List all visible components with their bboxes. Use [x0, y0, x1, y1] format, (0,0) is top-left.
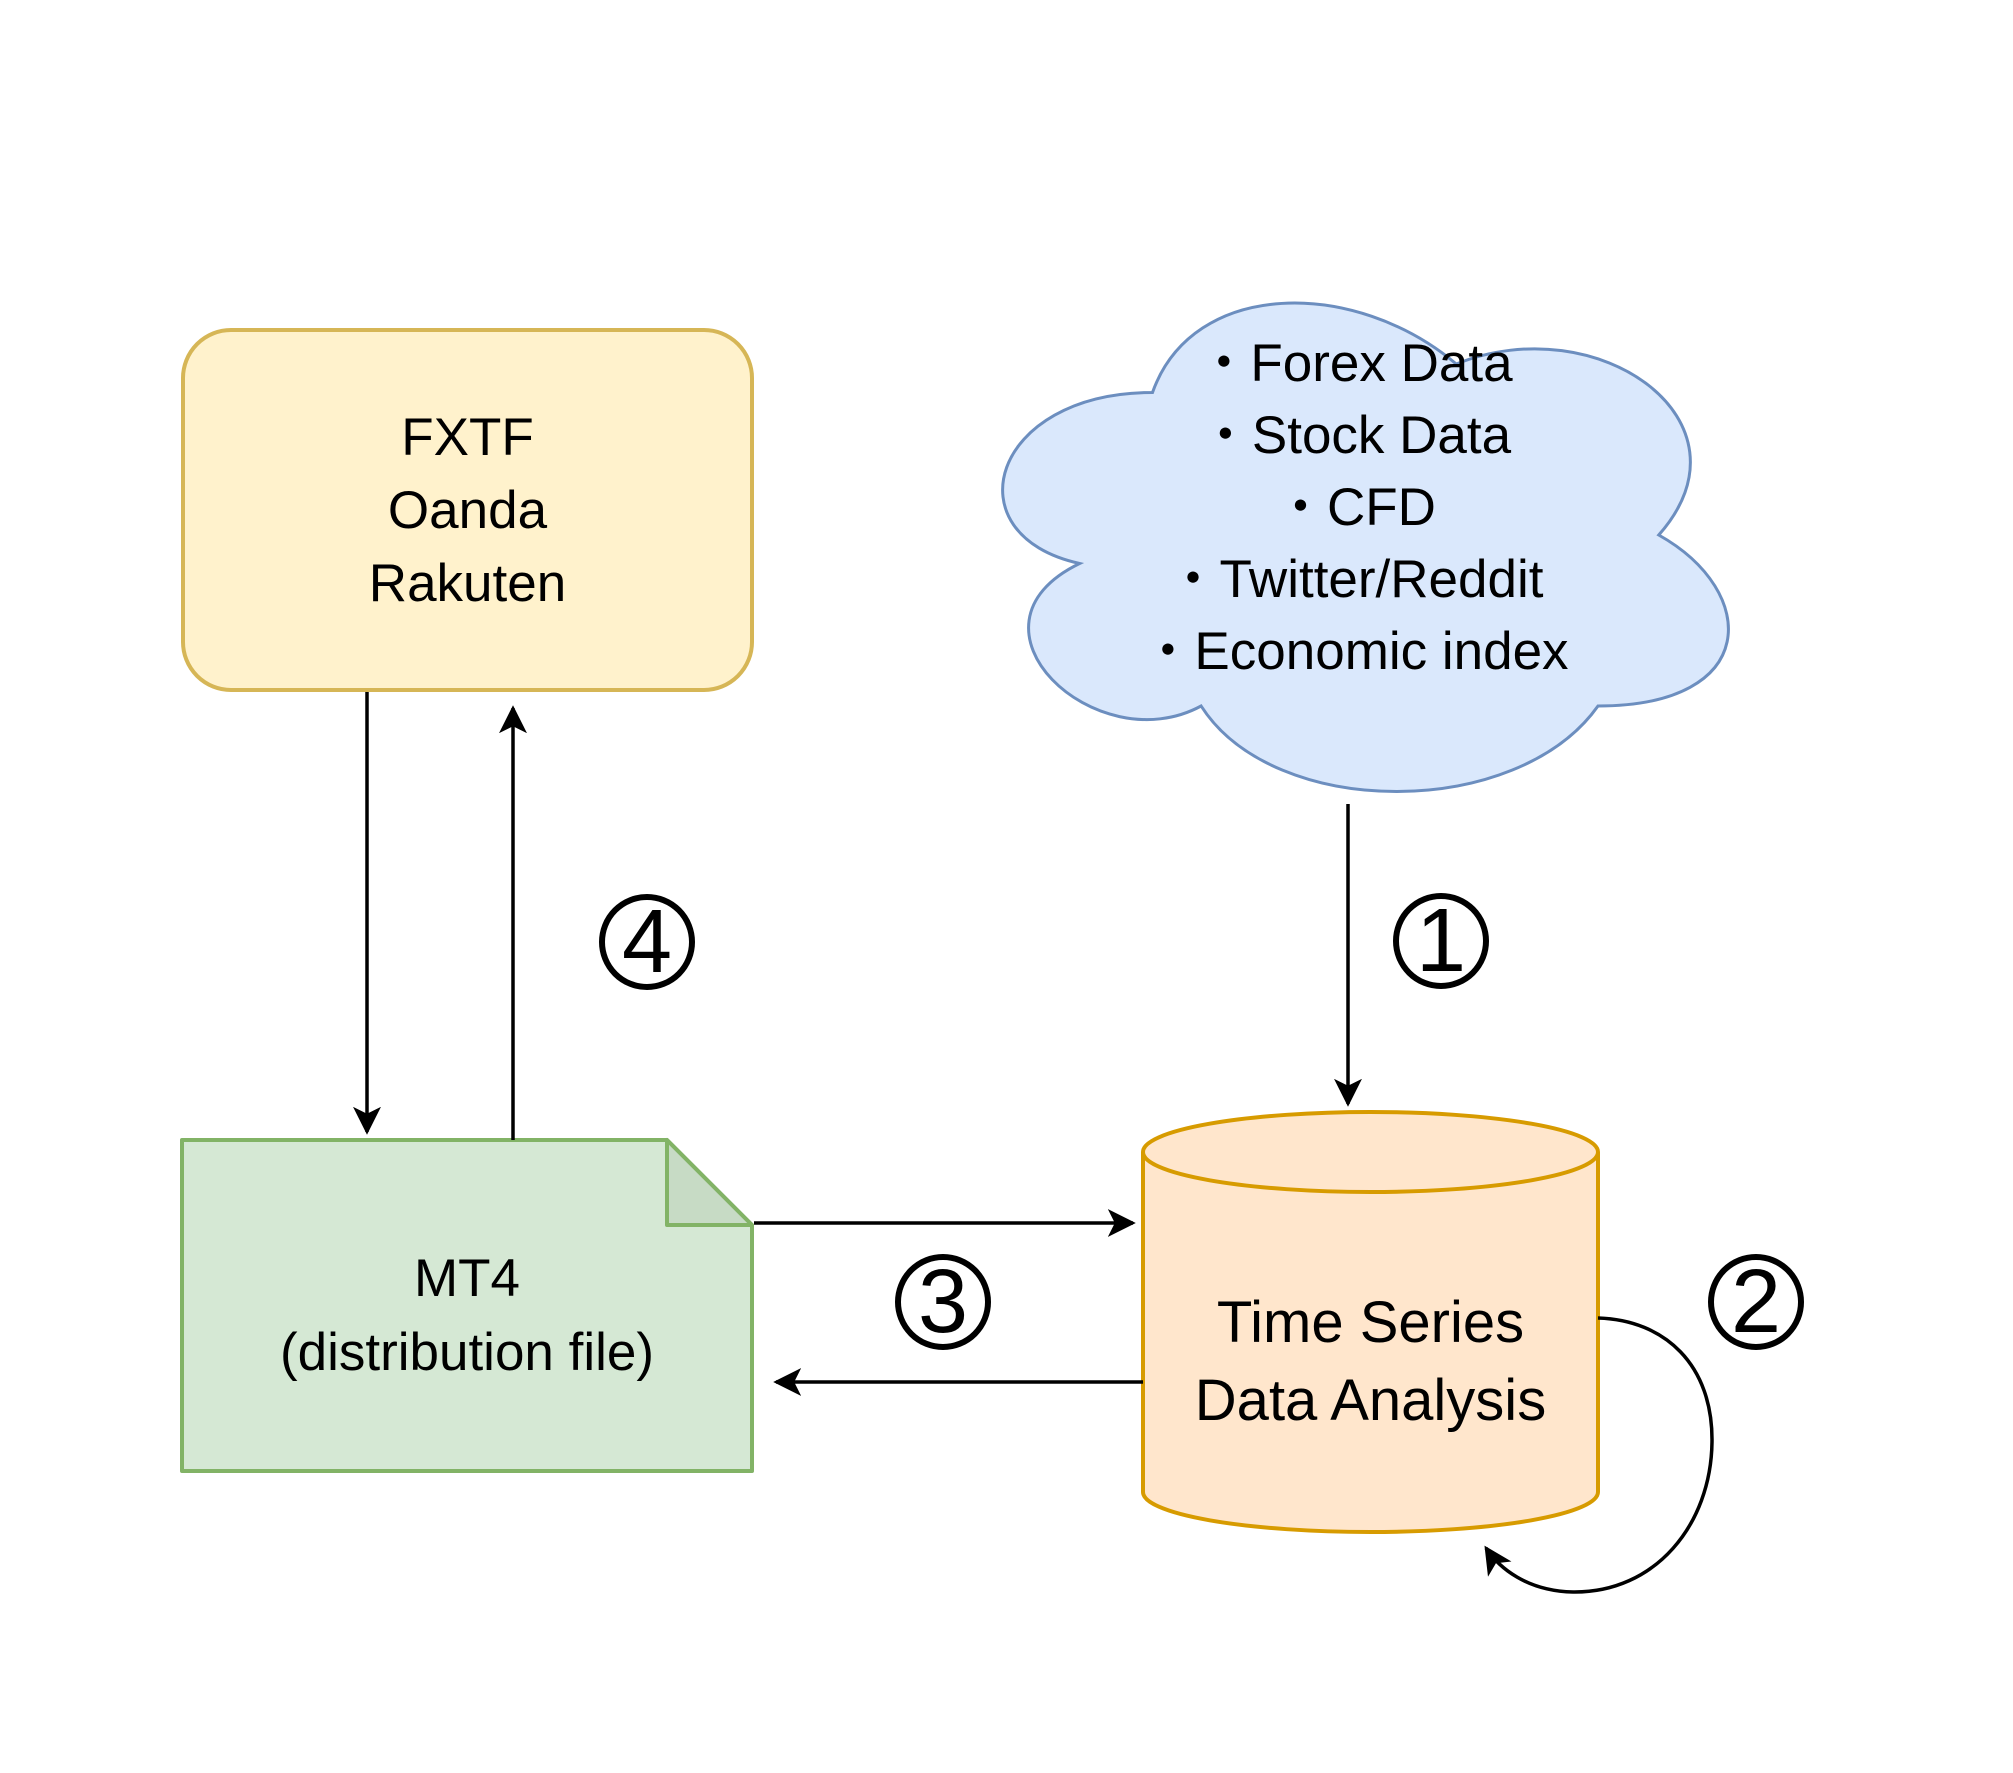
- brokers-line: Rakuten: [368, 553, 567, 613]
- data-source-item: ・Twitter/Reddit: [1166, 550, 1544, 609]
- brokers-line: Oanda: [387, 480, 548, 540]
- database-cylinder-shape: [1141, 1110, 1600, 1534]
- step-4-badge: 4: [599, 894, 695, 990]
- mt4-file-shape: [180, 1138, 754, 1473]
- mt4-file-label: MT4 (distribution file): [182, 1140, 752, 1471]
- data-sources-cloud-label: ・Forex Data ・Stock Data ・CFD ・Twitter/Re…: [950, 328, 1760, 688]
- step-1-badge: 1: [1393, 893, 1489, 989]
- data-source-item: ・Forex Data: [1197, 334, 1513, 393]
- mt4-file-line: MT4: [414, 1249, 520, 1308]
- step-2-badge: 2: [1708, 1254, 1804, 1350]
- step-2-number: 2: [1730, 1252, 1782, 1352]
- database-line: Time Series: [1216, 1290, 1525, 1355]
- mt4-file-fold-corner: [665, 1138, 754, 1227]
- database-line: Data Analysis: [1194, 1368, 1547, 1433]
- brokers-box-label: FXTF Oanda Rakuten: [183, 330, 752, 690]
- mt4-file-line: (distribution file): [279, 1323, 655, 1382]
- brokers-box-shape: [181, 328, 754, 692]
- data-source-item: ・Stock Data: [1198, 406, 1512, 465]
- step-3-number: 3: [917, 1252, 969, 1352]
- database-label: Time Series Data Analysis: [1143, 1192, 1598, 1532]
- data-source-item: ・CFD: [1274, 478, 1436, 537]
- arrow-database-self-loop: [1484, 1316, 1714, 1594]
- brokers-line: FXTF: [401, 407, 534, 467]
- database-cylinder-lid-curve: [1141, 1151, 1600, 1194]
- step-3-badge: 3: [895, 1254, 991, 1350]
- step-1-number: 1: [1415, 891, 1467, 991]
- step-4-number: 4: [621, 892, 673, 992]
- data-sources-cloud-shape: [1001, 301, 1730, 793]
- data-source-item: ・Economic index: [1141, 622, 1569, 681]
